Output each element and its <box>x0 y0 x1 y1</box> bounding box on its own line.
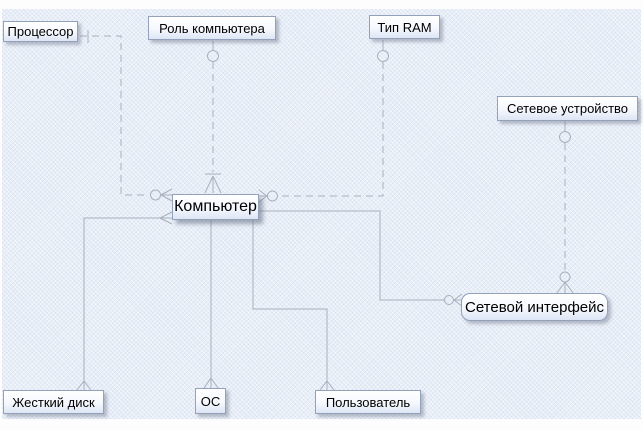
crowsfoot-icon <box>160 188 173 202</box>
entity-computer-role[interactable]: Роль компьютера <box>148 16 276 40</box>
connector-line[interactable] <box>278 62 384 197</box>
zero-circle-icon <box>207 50 219 62</box>
entity-user[interactable]: Пользователь <box>315 390 421 414</box>
connector-computerrole-computer[interactable] <box>204 41 222 194</box>
entity-hard-disk[interactable]: Жесткий диск <box>3 390 104 414</box>
crowsfoot-icon <box>453 293 463 307</box>
entity-os[interactable]: ОС <box>195 388 226 414</box>
entity-label: Компьютер <box>174 198 257 215</box>
zero-circle-icon <box>267 190 278 202</box>
crowsfoot-icon <box>258 189 268 203</box>
entity-label: Процессор <box>7 24 74 39</box>
entity-label: Тип RAM <box>377 19 432 35</box>
entity-network-interface[interactable]: Сетевой интерфейс <box>461 293 608 321</box>
connector-ramtype-computer[interactable] <box>258 40 389 203</box>
connector-computer-networkinterface[interactable] <box>259 210 463 307</box>
crowsfoot-icon <box>76 380 92 391</box>
crowsfoot-icon <box>159 211 173 225</box>
connector-line[interactable] <box>259 210 444 301</box>
entity-processor[interactable]: Процессор <box>3 21 78 42</box>
entity-ram-type[interactable]: Тип RAM <box>369 15 440 39</box>
diagram-canvas <box>2 9 641 419</box>
entity-label: Пользователь <box>325 394 411 410</box>
crowsfoot-icon <box>204 175 222 194</box>
connector-processor-computer[interactable] <box>80 30 173 202</box>
zero-circle-icon <box>150 189 161 201</box>
connector-computer-harddisk[interactable] <box>76 211 173 391</box>
entity-computer[interactable]: Компьютер <box>172 194 259 220</box>
entity-label: Жесткий диск <box>12 394 95 410</box>
entity-label: Сетевой интерфейс <box>464 298 605 316</box>
connector-line[interactable] <box>80 35 149 196</box>
connector-line[interactable] <box>252 220 328 381</box>
connector-computer-os[interactable] <box>203 220 219 389</box>
crowsfoot-icon <box>319 380 335 391</box>
entity-network-device[interactable]: Сетевое устройство <box>497 96 638 121</box>
entity-label: Роль компьютера <box>159 20 265 36</box>
zero-circle-icon <box>559 131 571 143</box>
connector-computer-user[interactable] <box>252 220 335 391</box>
connector-networkdevice-networkinterface[interactable] <box>556 121 574 294</box>
connector-line[interactable] <box>83 217 160 381</box>
crowsfoot-icon <box>203 377 219 389</box>
entity-label: ОС <box>200 393 221 409</box>
crowsfoot-icon <box>556 281 574 294</box>
entity-label: Сетевое устройство <box>506 101 629 116</box>
zero-circle-icon <box>377 50 389 62</box>
zero-circle-icon <box>444 295 454 305</box>
zero-circle-icon <box>559 271 571 283</box>
